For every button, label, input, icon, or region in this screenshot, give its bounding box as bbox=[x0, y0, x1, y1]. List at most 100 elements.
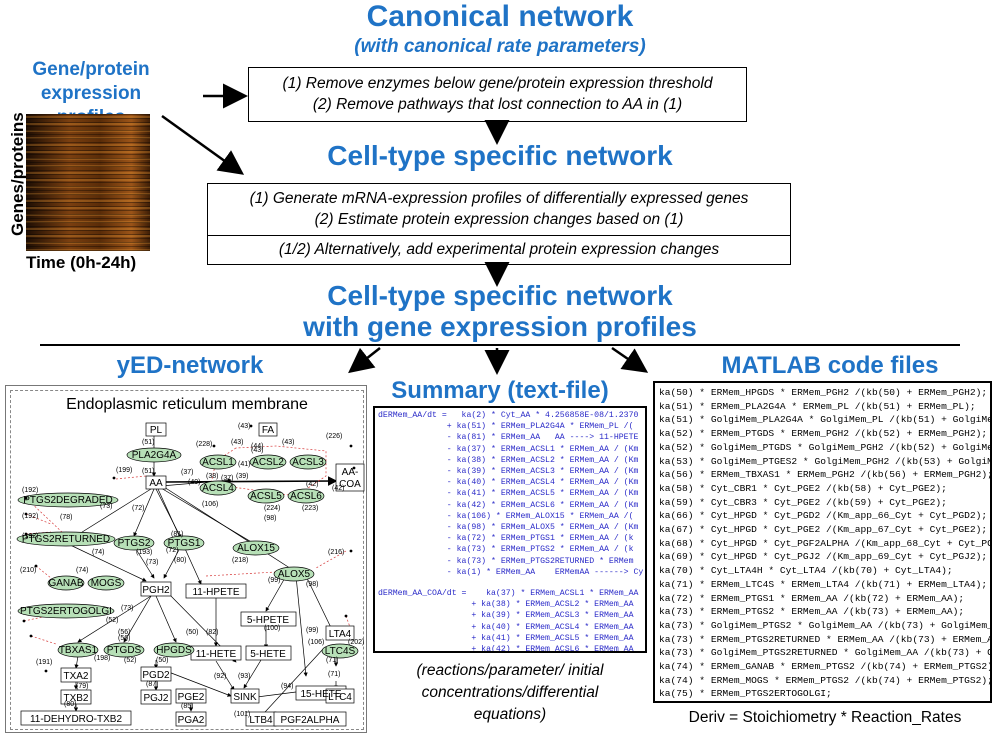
filter-step-2: (2) Remove pathways that lost connection… bbox=[312, 96, 683, 113]
edge-label: (192) bbox=[22, 487, 38, 494]
edge-label: (50) bbox=[186, 629, 198, 636]
node-ltc4: LTC4 bbox=[328, 692, 352, 703]
node-acsl4: ACSL4 bbox=[202, 483, 234, 494]
summary-line: - ka(98) * ERMem_ALOX5 * ERMem_AA / (Km bbox=[378, 523, 639, 533]
edge-label: (82) bbox=[206, 629, 218, 636]
edge-label: (80) bbox=[64, 701, 76, 708]
matlab-code-line: ka(59) * Cyt_CBR3 * Cyt_PGE2 /(kb(59) + … bbox=[659, 496, 947, 508]
expression-heatmap bbox=[26, 114, 150, 251]
summary-line: dERMem_AA/dt = ka(2) * Cyt_AA * 4.256858… bbox=[378, 411, 639, 420]
edge-label: (72) bbox=[166, 547, 178, 554]
matlab-code: ka(50) * ERMem_HPGDS * ERMem_PGH2 /(kb(5… bbox=[659, 386, 992, 703]
yed-network-panel: Endoplasmic reticulum membrane bbox=[5, 385, 367, 733]
edge-label: (56) bbox=[118, 635, 130, 642]
summary-line: - ka(41) * ERMem_ACSL5 * ERMem_AA / (Km bbox=[378, 489, 639, 499]
node-mogs: MOGS bbox=[91, 578, 122, 589]
node-ptgs2ertogolgi: PTGS2ERTOGOLGI bbox=[20, 606, 112, 617]
node-alox5: ALOX5 bbox=[278, 569, 311, 580]
node-lta4: LTA4 bbox=[329, 629, 352, 640]
matlab-code-line: ka(51) * ERMem_PLA2G4A * ERMem_PL /(kb(5… bbox=[659, 400, 976, 412]
edge-label: (50) bbox=[156, 657, 168, 664]
canonical-network-title: Canonical network bbox=[366, 0, 634, 33]
summary-line: - ka(72) * ERMem_PTGS1 * ERMem_AA / (k bbox=[378, 534, 634, 544]
node-acsl1: ACSL1 bbox=[202, 457, 234, 468]
summary-line: - ka(42) * ERMem_ACSL6 * ERMem_AA / (Km bbox=[378, 500, 639, 510]
matlab-code-line: ka(50) * ERMem_HPGDS * ERMem_PGH2 /(kb(5… bbox=[659, 387, 988, 398]
node-ptgs2returned: PTGS2RETURNED bbox=[22, 534, 110, 545]
edge-label: (43) bbox=[231, 439, 243, 446]
node-5-hpete: 5-HPETE bbox=[247, 615, 290, 626]
edge-label: (42) bbox=[332, 485, 344, 492]
yed-node-labels: PL FA AA AA- COA PLA2G4A ACSL1 ACSL2 ACS… bbox=[20, 425, 361, 726]
node-fa: FA bbox=[262, 425, 275, 436]
edge-label: (192) bbox=[22, 533, 38, 540]
edge-label: (202) bbox=[348, 639, 364, 646]
matlab-code-line: ka(75) * ERMem_PTGS2ERTOGOLGI; bbox=[659, 688, 832, 700]
edge-label: (80) bbox=[174, 557, 186, 564]
matlab-caption: Deriv = Stoichiometry * Reaction_Rates bbox=[688, 709, 962, 726]
edge-label: (51) bbox=[142, 468, 154, 475]
profiles-title: Gene/protein expression profiles bbox=[6, 58, 176, 130]
edge-label: (44) bbox=[251, 443, 263, 450]
edge-label: (74) bbox=[76, 567, 88, 574]
yed-network-title: yED-network bbox=[116, 352, 264, 379]
celltype-network-title: Cell-type specific network bbox=[327, 140, 673, 171]
node-acsl2: ACSL2 bbox=[252, 457, 284, 468]
edge-label: (191) bbox=[36, 659, 52, 666]
node-aa-coa-2: COA bbox=[339, 479, 361, 490]
yed-node-shapes bbox=[20, 422, 365, 727]
flow-arrows bbox=[40, 83, 960, 375]
matlab-title: MATLAB code files bbox=[721, 352, 939, 379]
edge-label: (223) bbox=[302, 505, 318, 512]
edge-label: (52) bbox=[106, 617, 118, 624]
edge-label: (78) bbox=[60, 514, 72, 521]
matlab-code-line: ka(73) * GolgiMem_PTGS2 * GolgiMem_AA /(… bbox=[659, 619, 992, 631]
edge-label: (218) bbox=[232, 557, 248, 564]
edge-label: (224) bbox=[264, 505, 280, 512]
edge-label: (193) bbox=[136, 549, 152, 556]
edge-label: (98) bbox=[264, 515, 276, 522]
summary-caption: (reactions/parameter/ initial concentrat… bbox=[416, 662, 604, 723]
matlab-code-line: ka(76) * GolgiMem_MAN1B1 * GolgiMem_PTGS… bbox=[659, 701, 992, 703]
edge-label: (106) bbox=[202, 501, 218, 508]
edge-label: (228) bbox=[196, 441, 212, 448]
edge-label: (38) bbox=[206, 473, 218, 480]
edge-label: (79) bbox=[76, 683, 88, 690]
matlab-code-line: ka(53) * GolgiMem_PTGES2 * GolgiMem_PGH2… bbox=[659, 455, 990, 467]
matlab-code-line: ka(74) * ERMem_GANAB * ERMem_PTGS2 /(kb(… bbox=[659, 661, 992, 673]
edge-label: (42) bbox=[306, 481, 318, 488]
edge-label: (101) bbox=[234, 711, 250, 718]
edge-label: (71) bbox=[328, 671, 340, 678]
matlab-code-line: ka(68) * Cyt_HPGD * Cyt_PGF2ALPHA /(Km_a… bbox=[659, 537, 990, 549]
matlab-code-line: ka(70) * Cyt_LTA4H * Cyt_LTA4 /(kb(70) +… bbox=[659, 565, 953, 577]
node-ltb4: LTB4 bbox=[249, 715, 273, 726]
summary-panel: dERMem_AA/dt = ka(2) * Cyt_AA * 4.256858… bbox=[373, 406, 647, 653]
edge-label: (216) bbox=[328, 549, 344, 556]
node-pl: PL bbox=[150, 425, 163, 436]
edge-label: (40) bbox=[188, 479, 200, 486]
node-pge2: PGE2 bbox=[178, 692, 205, 703]
summary-line: + ka(51) * ERMem_PLA2G4A * ERMem_PL /( bbox=[378, 422, 634, 432]
node-11-dehydro-txb2: 11-DEHYDRO-TXB2 bbox=[30, 714, 122, 725]
matlab-code-line: ka(56) * ERMem_TBXAS1 * ERMem_PGH2 /(kb(… bbox=[659, 469, 992, 481]
node-pgd2: PGD2 bbox=[142, 670, 170, 681]
matlab-code-line: ka(52) * ERMem_PTGDS * ERMem_PGH2 /(kb(5… bbox=[659, 428, 988, 440]
expression-step-1: (1) Generate mRNA-expression profiles of… bbox=[249, 190, 749, 207]
summary-line: + ka(42) * ERMem_ACSL6 * ERMem_AA bbox=[378, 645, 634, 653]
edge-label: (92) bbox=[214, 673, 226, 680]
edge-label: (37) bbox=[181, 469, 193, 476]
node-ptgds: PTGDS bbox=[107, 645, 142, 656]
edge-label: (210) bbox=[20, 567, 36, 574]
matlab-code-line: ka(58) * Cyt_CBR1 * Cyt_PGE2 /(kb(58) + … bbox=[659, 482, 947, 494]
summary-line: - ka(73) * ERMem_PTGS2 * ERMem_AA / (k bbox=[378, 545, 634, 555]
canonical-network-subtitle: (with canonical rate parameters) bbox=[354, 36, 646, 57]
summary-line: - ka(1) * ERMem_AA ERMemAA ------> Cy bbox=[378, 567, 644, 577]
yed-dots bbox=[22, 424, 356, 673]
matlab-code-line: ka(73) * ERMem_PTGS2 * ERMem_AA /(kb(73)… bbox=[659, 606, 965, 618]
summary-line: - ka(37) * ERMem_ACSL1 * ERMem_AA / (Km bbox=[378, 444, 639, 454]
edge-label: (39) bbox=[236, 473, 248, 480]
edge-label: (198) bbox=[94, 655, 110, 662]
summary-line: - ka(40) * ERMem_ACSL4 * ERMem_AA / (Km bbox=[378, 478, 639, 488]
summary-equation-aa: dERMem_AA/dt = ka(2) * Cyt_AA * 4.256858… bbox=[378, 410, 643, 578]
node-ganab: GANAB bbox=[48, 578, 83, 589]
